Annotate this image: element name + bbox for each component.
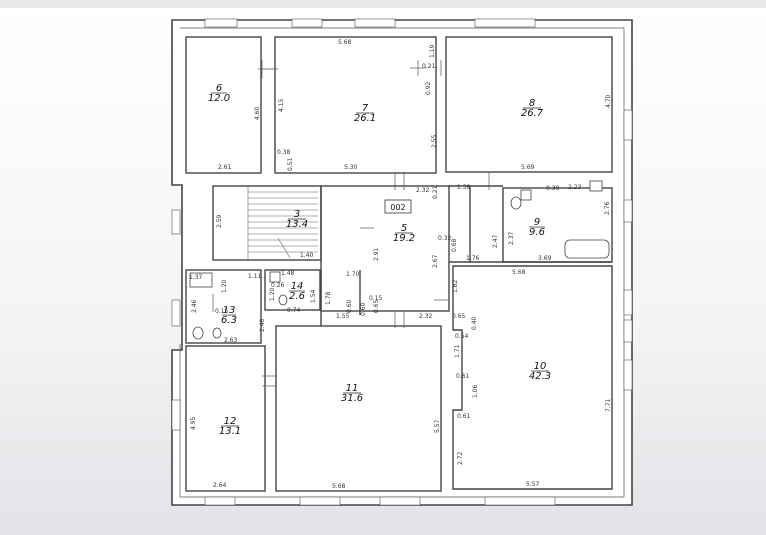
room-8-area: 26.7: [521, 108, 544, 119]
room-labels: 6 12.0 7 26.1 8 26.7 3 13.4 5 19.2 9 9.6…: [208, 83, 551, 437]
dim: 0.39: [546, 185, 560, 192]
room-7-area: 26.1: [354, 113, 376, 124]
dim: 1.20: [221, 279, 228, 293]
dim: 1.37: [189, 274, 203, 281]
room-3-number: 3: [294, 209, 300, 220]
room-10-number: 10: [534, 361, 547, 372]
dim: 0.92: [425, 81, 432, 95]
dim: 5.68: [512, 269, 526, 276]
dim: 0.21: [422, 63, 436, 70]
dim: 1.55: [336, 313, 350, 320]
dim: 5.57: [434, 419, 441, 433]
dim: 1.38: [457, 184, 471, 191]
room-6-area: 12.0: [208, 93, 230, 104]
dim: 0.65: [452, 313, 466, 320]
dim: 2.59: [216, 214, 223, 228]
dim: 0.15: [369, 295, 383, 302]
dim: 2.63: [224, 337, 238, 344]
room-12-number: 12: [224, 416, 237, 427]
dim: 1.40: [300, 252, 314, 259]
dim: 2.47: [492, 234, 499, 248]
dim: 2.61: [218, 164, 232, 171]
room-6-number: 6: [216, 83, 222, 94]
room-11-number: 11: [346, 383, 359, 394]
dim: 4.60: [254, 106, 261, 120]
dim: 1.11: [248, 273, 262, 280]
dim: 2.46: [259, 318, 266, 332]
room-12-area: 13.1: [219, 426, 241, 437]
room-10-area: 42.3: [529, 371, 551, 382]
dim: 0.32: [438, 235, 452, 242]
dim: 2.46: [191, 299, 198, 313]
dim: 0.54: [455, 333, 469, 340]
building-outline: [171, 19, 633, 506]
dim: 2.37: [508, 231, 515, 245]
dim: 1.70: [346, 271, 360, 278]
dim: 2.23: [568, 184, 582, 191]
dim: 5.69: [521, 164, 535, 171]
dim: 1.71: [454, 344, 461, 358]
room-7-number: 7: [362, 103, 369, 114]
dimension-labels: 5.68 0.21 1.19 0.92 4.15 4.60 0.38 0.51 …: [189, 39, 612, 490]
dim: 4.15: [278, 98, 285, 112]
door-markers: [212, 60, 490, 387]
dim: 1.20: [269, 287, 276, 301]
dim: 0.61: [456, 373, 470, 380]
room-9-number: 9: [534, 217, 540, 228]
room-13-number: 13: [223, 305, 236, 316]
dim: 2.32: [419, 313, 433, 320]
room-8-number: 8: [529, 98, 535, 109]
dim: 1.19: [429, 44, 436, 58]
dim: 0.68: [451, 238, 458, 252]
windows: [171, 18, 633, 506]
staircase: [247, 186, 318, 260]
dim: 0.38: [277, 149, 291, 156]
dim: 7.71: [605, 398, 612, 412]
dim: 2.91: [373, 247, 380, 261]
dim: 0.15: [215, 308, 229, 315]
plan-label: 002: [384, 199, 412, 214]
dim: 0.65: [373, 299, 380, 313]
dim: 2.32: [416, 187, 430, 194]
dim: 4.70: [605, 94, 612, 108]
room-9-area: 9.6: [529, 227, 545, 238]
dim: 2.64: [213, 482, 227, 489]
dim: 1.78: [325, 291, 332, 305]
dim: 5.68: [338, 39, 352, 46]
bathroom-fixtures: [189, 180, 610, 340]
dim: 1.76: [466, 255, 480, 262]
plan-label-text: 002: [390, 203, 405, 212]
dim: 2.67: [432, 254, 439, 268]
dim: 0.60: [346, 299, 353, 313]
room-3-area: 13.4: [286, 219, 308, 230]
room-13-area: 6.3: [221, 315, 237, 326]
dim: 5.30: [344, 164, 358, 171]
dim: 0.61: [457, 413, 471, 420]
dim: 1.54: [310, 289, 317, 303]
dim: 0.40: [471, 316, 478, 330]
dim: 0.60: [360, 302, 367, 316]
dim: 5.57: [526, 481, 540, 488]
room-5-area: 19.2: [393, 233, 415, 244]
dim: 2.76: [604, 201, 611, 215]
room-14-area: 2.6: [289, 291, 305, 302]
interior-walls: [185, 36, 613, 492]
dim: 2.72: [457, 451, 464, 465]
room-14-number: 14: [291, 281, 304, 292]
dim: 0.74: [287, 307, 301, 314]
dim: 4.95: [190, 416, 197, 430]
dim: 1.82: [452, 279, 459, 293]
dim: 1.06: [472, 384, 479, 398]
room-5-number: 5: [401, 223, 407, 234]
dim: 0.51: [287, 157, 294, 171]
dim: 5.68: [332, 483, 346, 490]
dim: 0.21: [432, 185, 439, 199]
dim: 1.48: [281, 270, 295, 277]
dim: 2.55: [431, 134, 438, 148]
dim: 3.69: [538, 255, 552, 262]
dim: 0.26: [271, 282, 285, 289]
room-11-area: 31.6: [341, 393, 363, 404]
